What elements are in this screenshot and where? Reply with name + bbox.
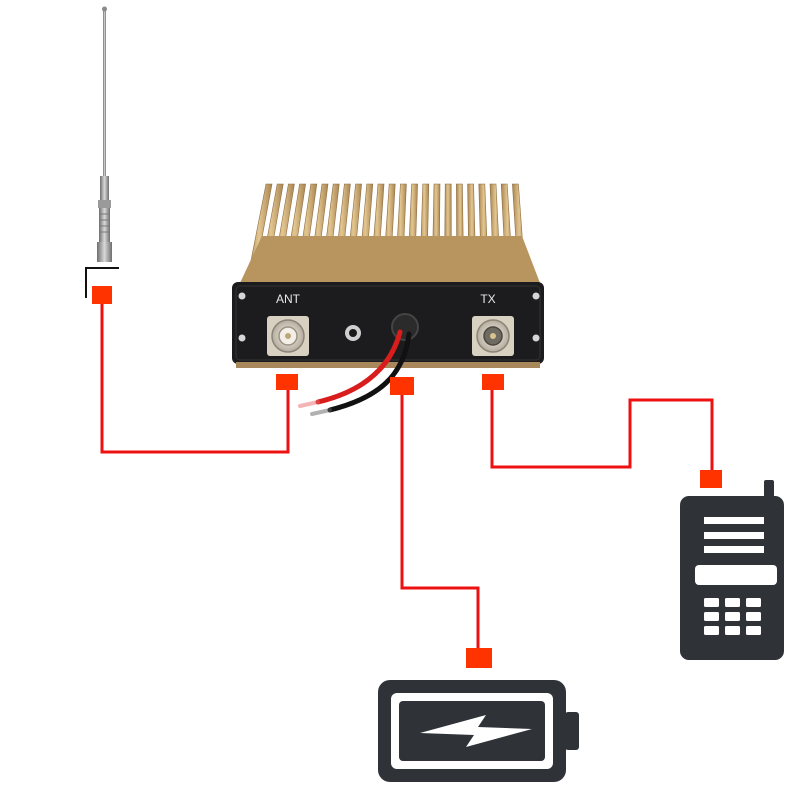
amplifier-icon: ANT TX (232, 183, 544, 416)
antenna-connector (92, 286, 112, 304)
antenna-icon (85, 6, 119, 298)
ant-port (267, 316, 309, 356)
radio-key (725, 612, 740, 621)
dc-jack (345, 325, 361, 341)
radio-key (725, 598, 740, 607)
tx-connector (482, 374, 504, 390)
radio-key (704, 598, 719, 607)
ant-port-label: ANT (276, 292, 301, 306)
power-cable (298, 313, 419, 416)
tx-port-label: TX (480, 292, 495, 306)
battery-icon (378, 680, 579, 782)
radio-key (746, 598, 761, 607)
radio-keypad (704, 598, 761, 635)
radio-key (725, 626, 740, 635)
wire-tx-to-radio (490, 382, 714, 478)
wire-antenna-to-ant (100, 296, 290, 454)
radio-key (704, 612, 719, 621)
power-connector (390, 377, 414, 395)
radio-connector (700, 470, 722, 488)
lightning-bolt-icon (420, 715, 532, 747)
battery-connector (466, 648, 492, 668)
wire-power-to-battery (400, 387, 480, 655)
tx-port (472, 316, 514, 356)
wires (100, 296, 714, 655)
radio-key (746, 612, 761, 621)
handheld-radio-icon (680, 480, 784, 660)
radio-key (746, 626, 761, 635)
connectors (92, 286, 722, 668)
ant-connector (276, 374, 298, 390)
radio-key (704, 626, 719, 635)
